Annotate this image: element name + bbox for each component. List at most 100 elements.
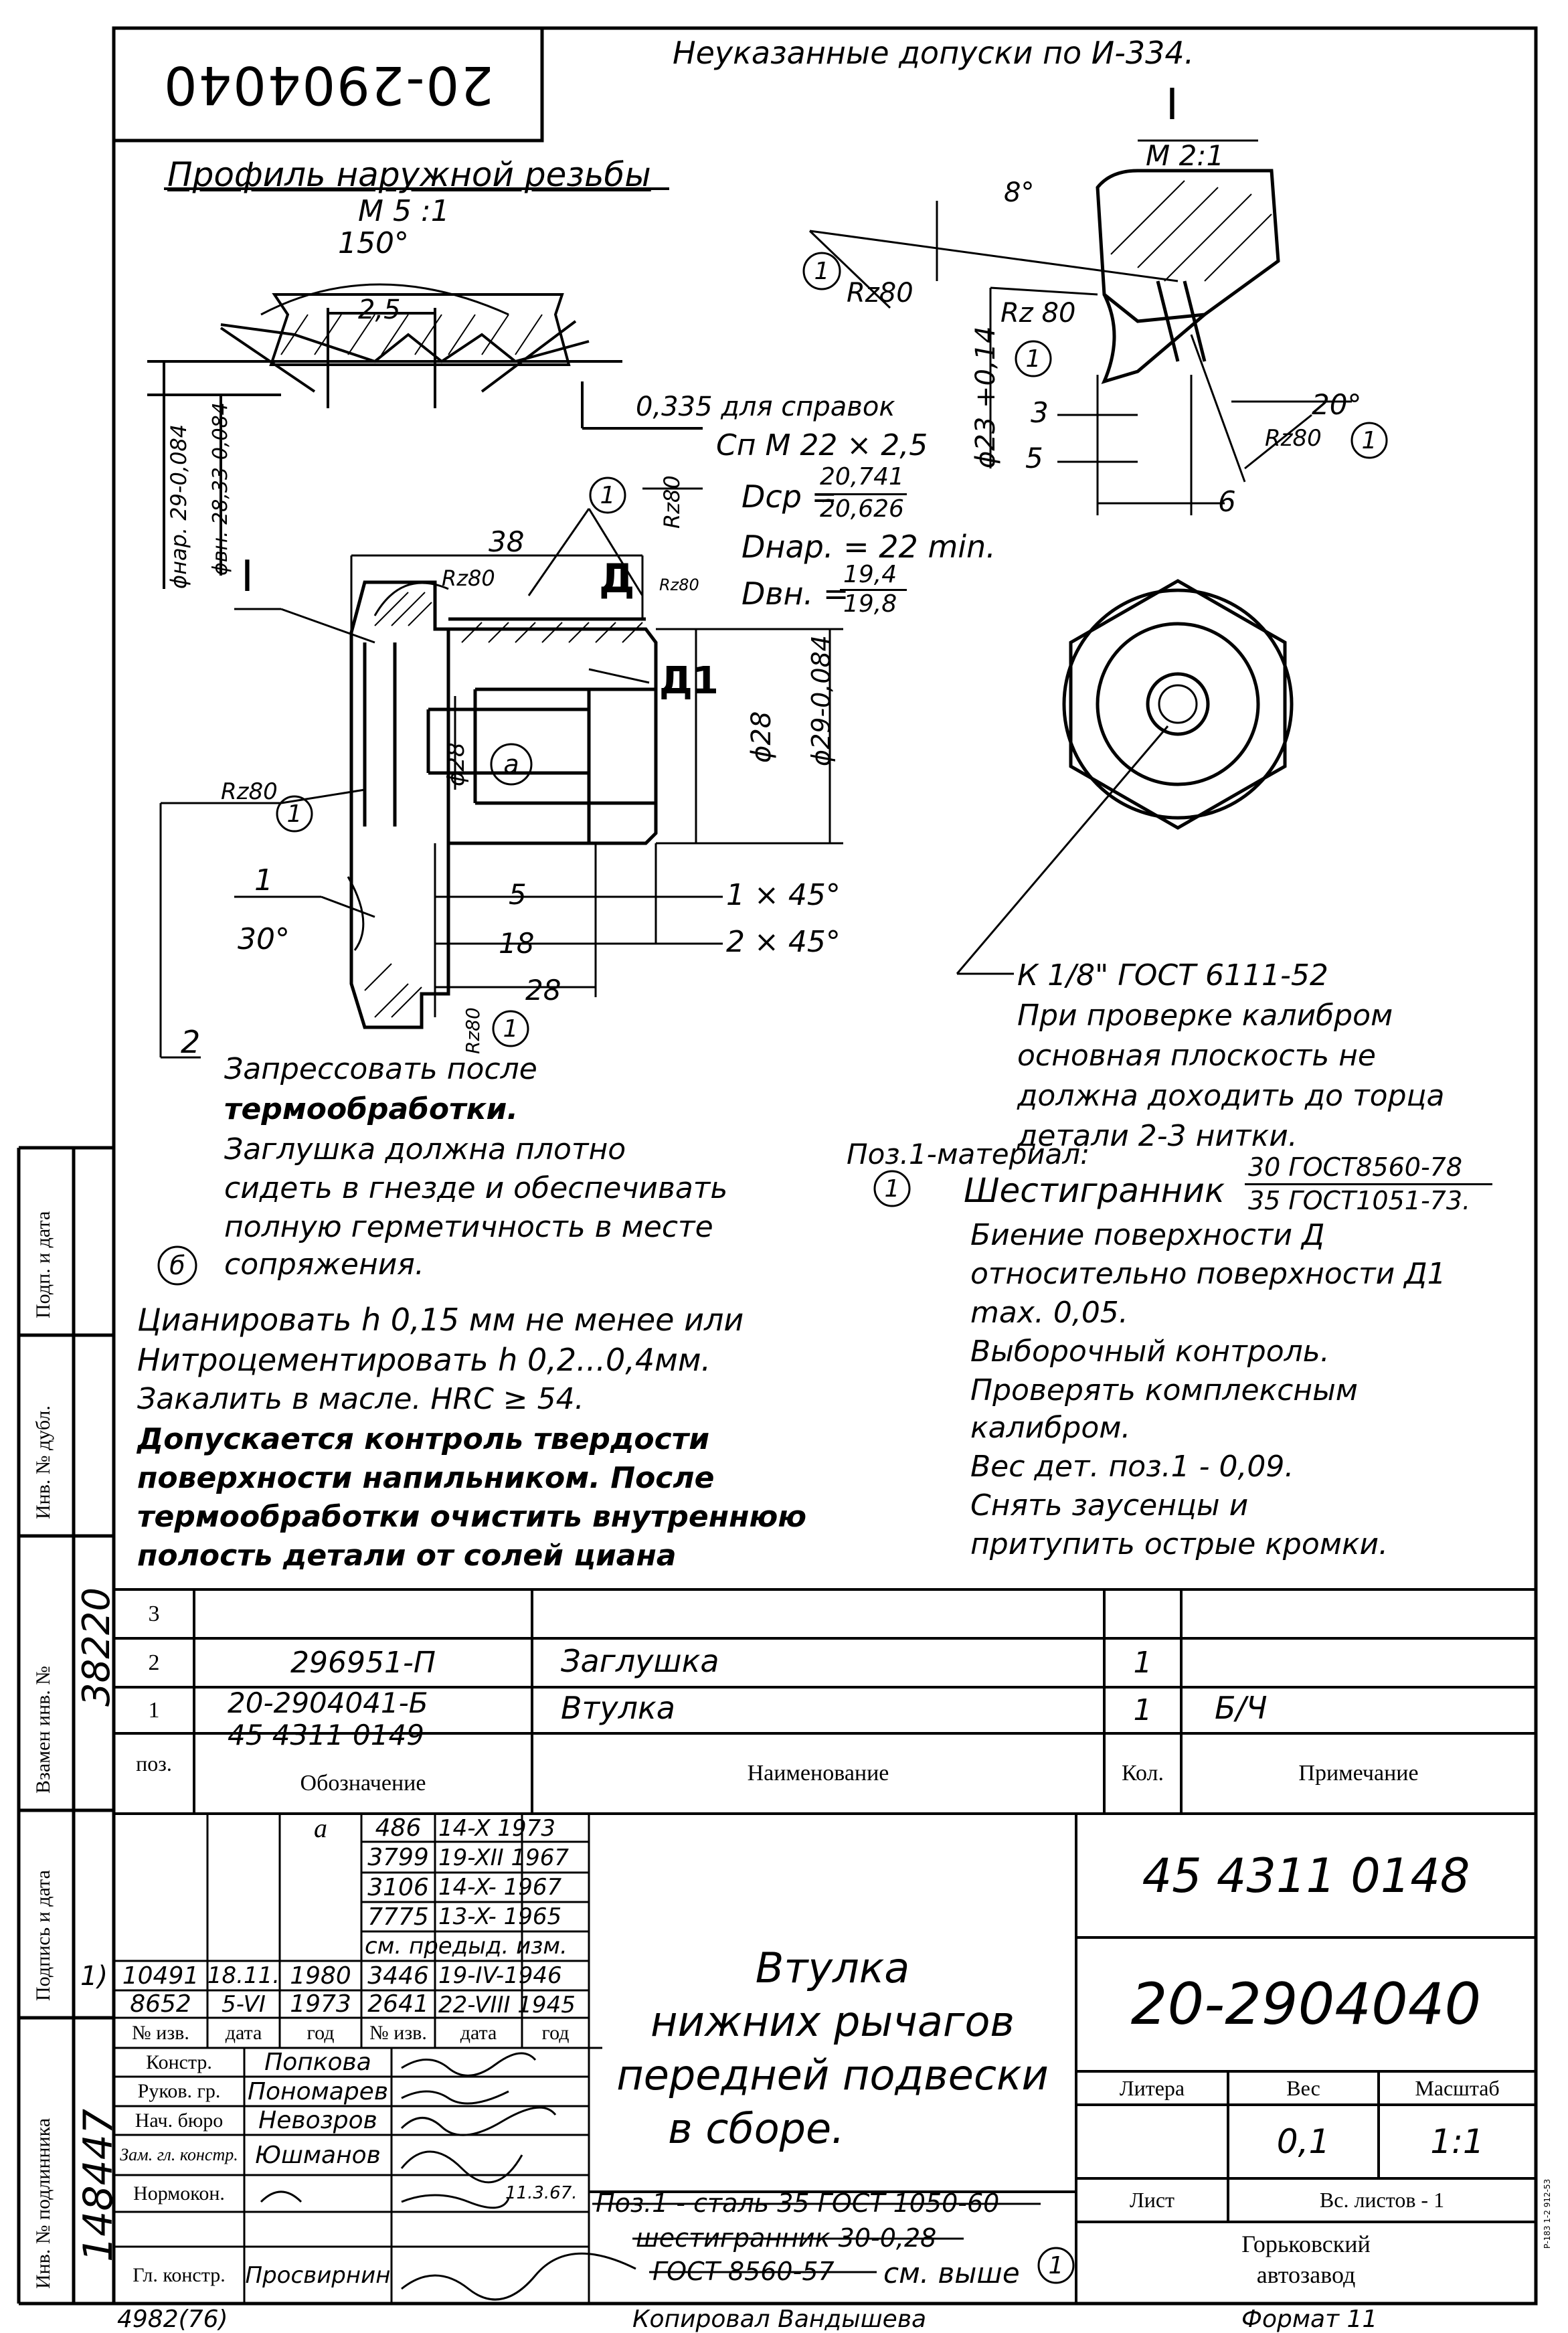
title-number: 20-2904040 [1130, 1971, 1482, 2038]
main-dim1: 1 [254, 863, 273, 897]
change-r6-c1: 5-VI [222, 1990, 266, 2018]
main-D: Д [599, 555, 635, 602]
change-r5-c4: 19-IV-1946 [438, 1962, 562, 1989]
thread-spec-dvn: Dвн. = [742, 576, 849, 612]
change-r5-c1: 18.11. [207, 1962, 280, 1989]
title-org-2: автозавод [1256, 2261, 1356, 2288]
detail-i-rz1: Rz80 [847, 278, 913, 309]
title-litera: Литера [1119, 2075, 1185, 2100]
title-masshtab: Масштаб [1415, 2075, 1500, 2100]
heat-note-6: термообработки очистить внутреннюю [137, 1500, 807, 1534]
detail-i-angle20: 20° [1312, 388, 1362, 421]
spec-row1-pos: 1 [148, 1697, 160, 1723]
change-h2: год [307, 2021, 335, 2044]
title-circle-1: 1 [1048, 2251, 1064, 2279]
detail-i-circle-1b: 1 [1025, 345, 1041, 373]
change-r3-num: 7775 [367, 1903, 429, 1931]
spec-row2-designation: 296951-П [290, 1646, 436, 1680]
role-3-name: Юшманов [255, 2141, 381, 2169]
title-ves-val: 0,1 [1276, 2122, 1330, 2161]
role-1-name: Пономарев [247, 2077, 389, 2105]
spec-header-qty: Кол. [1121, 1761, 1164, 1786]
side-inv-dubl: Инв. № дубл. [32, 1405, 54, 1519]
main-a-label: а [503, 750, 519, 779]
title-list: Лист [1129, 2188, 1174, 2212]
spec-row2-qty: 1 [1133, 1646, 1152, 1680]
material-b4: Выборочный контроль. [970, 1334, 1330, 1369]
press-note-1: Запрессовать после [224, 1052, 537, 1086]
title-org-1: Горьковский [1241, 2231, 1371, 2257]
thread-spec-dcp-bar [816, 493, 907, 495]
material-b3: max. 0,05. [970, 1296, 1128, 1330]
main-circle-1b: 1 [600, 481, 616, 509]
spec-header-name: Наименование [747, 1761, 889, 1786]
change-r6-c2: 1973 [290, 1990, 351, 2018]
thread-spec-dcp-bottom: 20,626 [820, 495, 904, 523]
thread-spec-dcp: Dср = [742, 479, 838, 515]
title-struck-3: ГОСТ 8560-57 [652, 2257, 835, 2286]
hex-note-3: основная плоскость не [1017, 1039, 1376, 1073]
title-see-above: см. выше [883, 2257, 1020, 2289]
footer-tiny: Р-183 1-2 912-53 [1543, 2178, 1552, 2249]
title-struck-1: Поз.1 - сталь 35 ГОСТ 1050-60 [596, 2188, 1000, 2218]
change-r1-date: 19-XII 1967 [438, 1844, 570, 1871]
role-0: Констр. [146, 2051, 212, 2073]
change-h0: № изв. [132, 2021, 189, 2044]
spec-row1-note: Б/Ч [1215, 1690, 1268, 1726]
footer-right: Формат 11 [1241, 2306, 1378, 2333]
role-2: Нач. бюро [135, 2109, 224, 2132]
press-note-3: Заглушка должна плотно [224, 1132, 626, 1166]
change-r2-date: 14-X- 1967 [438, 1874, 562, 1901]
material-b1: Биение поверхности Д [970, 1218, 1325, 1252]
side-vzamen: Взамен инв. № [32, 1666, 54, 1794]
role-5: Гл. констр. [133, 2263, 226, 2286]
role-0-name: Попкова [264, 2049, 371, 2076]
footer-center: Копировал Вандышева [632, 2306, 927, 2333]
title-name-1: Втулка [755, 1943, 910, 1992]
thread-profile-ref: 0,335 для справок [636, 392, 895, 422]
signature-6 [401, 2252, 636, 2301]
change-r5-c2: 1980 [290, 1962, 351, 1990]
heat-note-7: полость детали от солей циана [137, 1539, 677, 1573]
thread-profile-angle: 150° [338, 226, 409, 260]
signature-2 [401, 2090, 509, 2105]
detail-i-circle-1a: 1 [814, 257, 830, 285]
spec-row2-pos: 2 [148, 1650, 160, 1675]
change-r6-c3: 2641 [367, 1990, 429, 2018]
change-r6-c0: 8652 [130, 1990, 191, 2018]
detail-i-angle8: 8° [1004, 177, 1035, 208]
detail-i-dim5: 5 [1025, 442, 1043, 474]
heat-note-5: поверхности напильником. После [137, 1461, 715, 1495]
heat-note-2: Нитроцементировать h 0,2...0,4мм. [137, 1342, 711, 1378]
heat-note-3: Закалить в масле. HRC ≥ 54. [137, 1382, 584, 1416]
thread-profile-scale: М 5 :1 [358, 194, 450, 228]
detail-i-label: I [1166, 80, 1179, 130]
thread-spec-dcp-top: 20,741 [820, 463, 904, 491]
signature-1 [401, 2052, 537, 2077]
main-angle30: 30° [238, 922, 290, 956]
main-circle-1c: 1 [503, 1015, 519, 1043]
change-r5-c3: 3446 [367, 1962, 429, 1990]
press-note-2: термообработки. [224, 1092, 519, 1126]
spec-row1-qty: 1 [1133, 1693, 1152, 1727]
role-4-date: 11.3.67. [505, 2183, 578, 2203]
spec-row2-name: Заглушка [561, 1643, 719, 1679]
role-4: Нормокон. [133, 2182, 225, 2205]
role-2-name: Невозров [258, 2107, 377, 2134]
press-note-5: полную герметичность в месте [224, 1210, 713, 1244]
material-b2: относительно поверхности Д1 [970, 1257, 1446, 1291]
change-r0-date: 14-X 1973 [438, 1815, 555, 1842]
hex-note-5: детали 2-3 нитки. [1017, 1119, 1298, 1153]
material-frac-top: 30 ГОСТ8560-78 [1248, 1152, 1463, 1182]
spec-row1-name: Втулка [561, 1690, 675, 1726]
spec-header-pos: поз. [136, 1751, 172, 1776]
title-struck-2: шестигранник 30-0,28 [636, 2223, 937, 2253]
title-name-4: в сборе. [668, 2103, 845, 2153]
main-rz80-top: Rz80 [442, 566, 495, 591]
change-r1-num: 3799 [367, 1843, 429, 1871]
spec-row3-pos: 3 [148, 1601, 160, 1626]
title-name-2: нижних рычагов [650, 1996, 1015, 2046]
change-r0-num: 486 [375, 1814, 422, 1842]
